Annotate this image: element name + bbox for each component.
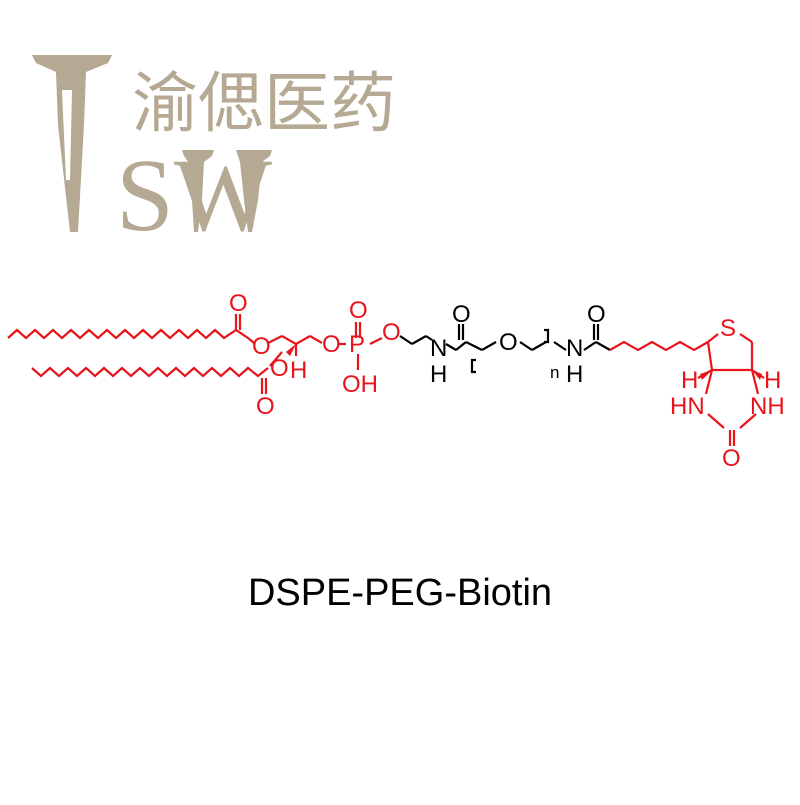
logo-chinese-name: 渝偲医药 — [132, 65, 396, 142]
glycerol-backbone — [247, 335, 323, 367]
atom-o-phosphoryl: O — [349, 297, 368, 324]
atom-nh-left: HN — [670, 393, 705, 420]
atom-h-bridge-left: H — [681, 367, 698, 394]
atom-h-bridge-right: H — [764, 367, 781, 394]
atom-o-ethanolamine: O — [382, 319, 401, 346]
peg-linker-bonds — [399, 324, 611, 374]
logo-v-inner-left — [62, 90, 72, 180]
atom-o-urea: O — [722, 445, 741, 472]
lipid-tail-lower — [31, 366, 269, 394]
company-logo: 渝偲医药 SW — [32, 55, 396, 253]
atom-h-stereo: H — [290, 357, 307, 384]
atom-o-phosphate-link: O — [322, 331, 341, 358]
biotin-wedge-right — [752, 370, 762, 380]
atom-h-amide1: H — [430, 361, 447, 388]
biotin-wedge-left — [700, 370, 712, 380]
atom-o-ester2: O — [270, 355, 289, 382]
atom-s-biotin: S — [720, 315, 736, 342]
atom-o-ester1-carbonyl: O — [229, 290, 248, 317]
atom-o-ester2-carbonyl: O — [256, 393, 275, 420]
logo-w-left — [182, 150, 214, 232]
compound-name: DSPE-PEG-Biotin — [247, 572, 553, 614]
stereo-wedge — [286, 344, 296, 356]
atom-oh: OH — [342, 371, 378, 398]
lipid-tail-upper — [7, 314, 249, 340]
atom-o-amide2: O — [587, 301, 606, 328]
phosphate-bonds — [338, 322, 383, 370]
atom-nh-right: NH — [750, 393, 785, 420]
logo-v-mark — [32, 55, 112, 232]
repeat-count-n: n — [550, 363, 559, 382]
atom-h-amide2: H — [566, 361, 583, 388]
atom-p: P — [349, 331, 365, 358]
atom-n-amide2: N — [566, 335, 583, 362]
atom-o-amide1: O — [452, 301, 471, 328]
logo-w-right — [236, 150, 272, 232]
atom-o-ester1: O — [252, 333, 271, 360]
biotin-bonds — [609, 333, 765, 446]
atom-n-amide1: N — [430, 335, 447, 362]
atom-o-peg: O — [499, 329, 518, 356]
